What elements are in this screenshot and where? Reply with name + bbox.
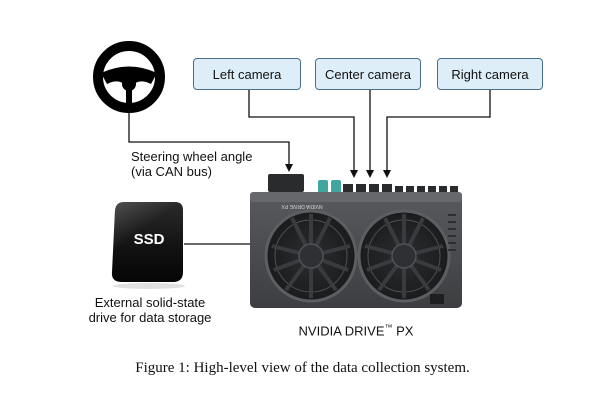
side-vents bbox=[448, 214, 456, 251]
fan-right bbox=[357, 209, 451, 303]
trademark-symbol: ™ bbox=[384, 323, 393, 332]
right-camera-box: Right camera bbox=[437, 58, 543, 90]
ssd-description: External solid-state drive for data stor… bbox=[60, 295, 240, 325]
left-camera-connector-line bbox=[248, 90, 358, 178]
center-camera-box: Center camera bbox=[315, 58, 421, 90]
teal-connectors bbox=[318, 180, 341, 193]
steering-label: Steering wheel angle (via CAN bus) bbox=[131, 149, 252, 179]
ssd-description-line1: External solid-state bbox=[94, 295, 206, 310]
drive-px-label-suffix: PX bbox=[392, 323, 414, 339]
steering-connector-line bbox=[128, 110, 293, 172]
port-row bbox=[268, 174, 458, 193]
fan-left bbox=[264, 209, 358, 303]
figure-caption: Figure 1: High-level view of the data co… bbox=[135, 360, 470, 376]
device-inline-label: NVIDIA DRIVE PX bbox=[281, 203, 323, 209]
center-camera-label: Center camera bbox=[325, 66, 411, 82]
nvidia-drive-px-device: NVIDIA DRIVE PX bbox=[250, 174, 462, 308]
drive-px-label-prefix: NVIDIA DRIVE bbox=[298, 323, 385, 339]
steering-wheel-icon bbox=[93, 41, 165, 113]
left-camera-label: Left camera bbox=[212, 66, 282, 82]
ssd-drive-icon bbox=[111, 202, 185, 289]
right-camera-label: Right camera bbox=[451, 66, 529, 82]
ssd-badge: SSD bbox=[133, 231, 165, 248]
left-camera-box: Left camera bbox=[193, 58, 301, 90]
ssd-description-line2: drive for data storage bbox=[88, 310, 212, 325]
steering-label-line1: Steering wheel angle bbox=[131, 149, 253, 164]
steering-label-line2: (via CAN bus) bbox=[131, 164, 212, 179]
drive-px-label: NVIDIA DRIVE™ PX bbox=[250, 320, 462, 338]
right-camera-connector-line bbox=[383, 90, 491, 178]
